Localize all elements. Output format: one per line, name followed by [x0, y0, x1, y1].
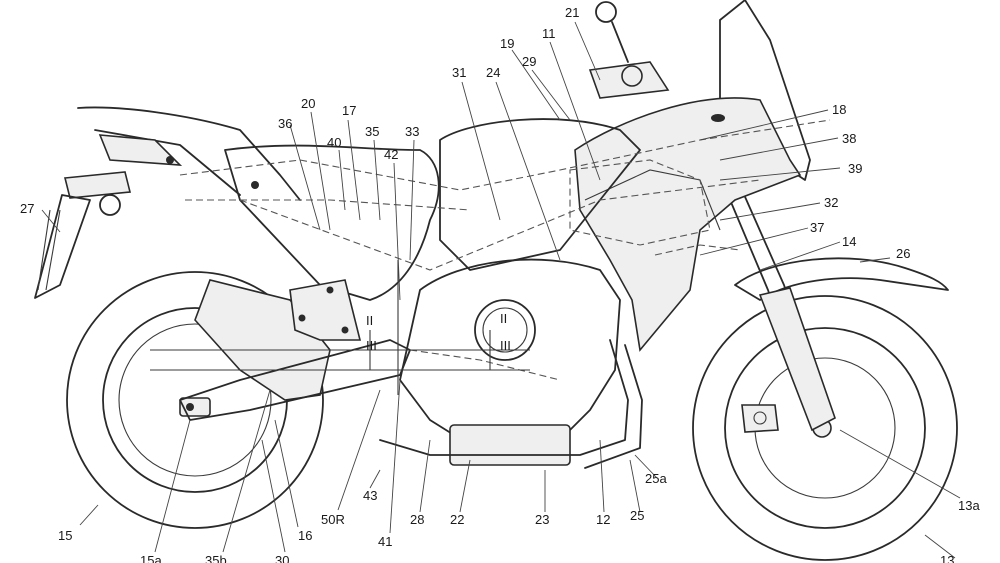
fuel-tank: [439, 118, 641, 271]
label-24: 24: [486, 65, 500, 80]
label-36: 36: [278, 116, 292, 131]
label-40: 40: [327, 135, 341, 150]
swingarm: [179, 339, 411, 421]
label-25: 25: [630, 508, 644, 523]
front-fender: [734, 257, 949, 301]
label-21: 21: [565, 5, 579, 20]
label-37: 37: [810, 220, 824, 235]
label-50R: 50R: [321, 512, 345, 527]
label-23: 23: [535, 512, 549, 527]
label-33: 33: [405, 124, 419, 139]
label-39: 39: [848, 161, 862, 176]
label-19: 19: [500, 36, 514, 51]
handlebar: [588, 1, 670, 99]
label-16: 16: [298, 528, 312, 543]
label-17: 17: [342, 103, 356, 118]
label-13a: 13a: [958, 498, 980, 513]
label-27: 27: [20, 201, 34, 216]
front-fork: [727, 189, 836, 432]
section-mark-left-top: II: [366, 313, 373, 328]
license-bracket: [34, 171, 132, 299]
section-mark-right-top: II: [500, 311, 507, 326]
section-mark-left-bottom: III: [366, 338, 377, 353]
label-15a: 15a: [140, 553, 162, 563]
label-43: 43: [363, 488, 377, 503]
exhaust-pipe: [379, 339, 629, 456]
label-35: 35: [365, 124, 379, 139]
label-15: 15: [58, 528, 72, 543]
section-lines: [150, 260, 530, 395]
label-13: 13: [940, 553, 954, 563]
label-26: 26: [896, 246, 910, 261]
label-12: 12: [596, 512, 610, 527]
label-31: 31: [452, 65, 466, 80]
label-14: 14: [842, 234, 856, 249]
label-42: 42: [384, 147, 398, 162]
label-30: 30: [275, 553, 289, 563]
label-41: 41: [378, 534, 392, 549]
label-22: 22: [450, 512, 464, 527]
label-25a: 25a: [645, 471, 667, 486]
label-20: 20: [301, 96, 315, 111]
leader-lines: [41, 21, 961, 559]
front-wheel: [692, 295, 958, 561]
reference-labels: 21 19 11 31 24 29 20 17 36 40 35 33 42 1…: [20, 5, 980, 563]
engine: [399, 258, 621, 466]
rear-frame: [77, 106, 301, 201]
rear-wheel: [66, 271, 324, 529]
section-mark-right-bottom: III: [500, 338, 511, 353]
label-11: 11: [542, 26, 556, 41]
label-32: 32: [824, 195, 838, 210]
label-18: 18: [832, 102, 846, 117]
label-29: 29: [522, 54, 536, 69]
hidden-components: [179, 119, 831, 381]
label-38: 38: [842, 131, 856, 146]
footpeg-bracket: [289, 279, 362, 341]
seat: [224, 144, 440, 301]
label-28: 28: [410, 512, 424, 527]
label-35b: 35b: [205, 553, 227, 563]
